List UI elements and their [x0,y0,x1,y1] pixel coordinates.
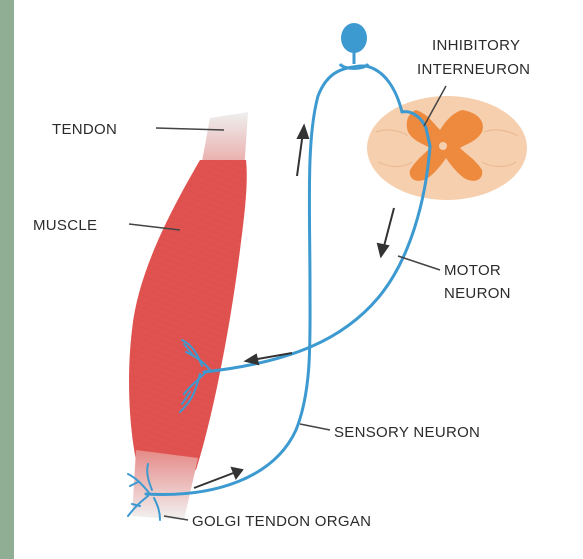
label-tendon: TENDON [52,121,117,138]
label-motor: MOTOR [444,262,501,279]
label-sensory-neuron: SENSORY NEURON [334,424,480,441]
label-golgi-tendon-organ: GOLGI TENDON ORGAN [192,513,371,530]
diagram-frame: INHIBITORY INTERNEURON TENDON MUSCLE MOT… [14,0,583,559]
label-neuron: NEURON [444,285,511,302]
leader-sensory [300,424,330,430]
label-inhibitory: INHIBITORY [432,37,520,54]
muscle-fibers [129,160,247,470]
reflex-arc-diagram: INHIBITORY INTERNEURON TENDON MUSCLE MOT… [14,0,583,559]
arrow-motor-down [383,208,394,250]
sensory-to-cord [366,66,402,112]
spinal-cord-cross-section [367,96,527,200]
label-interneuron: INTERNEURON [417,61,530,78]
sensory-ganglion [340,23,368,69]
label-muscle: MUSCLE [33,217,97,234]
leader-motor [398,256,440,270]
